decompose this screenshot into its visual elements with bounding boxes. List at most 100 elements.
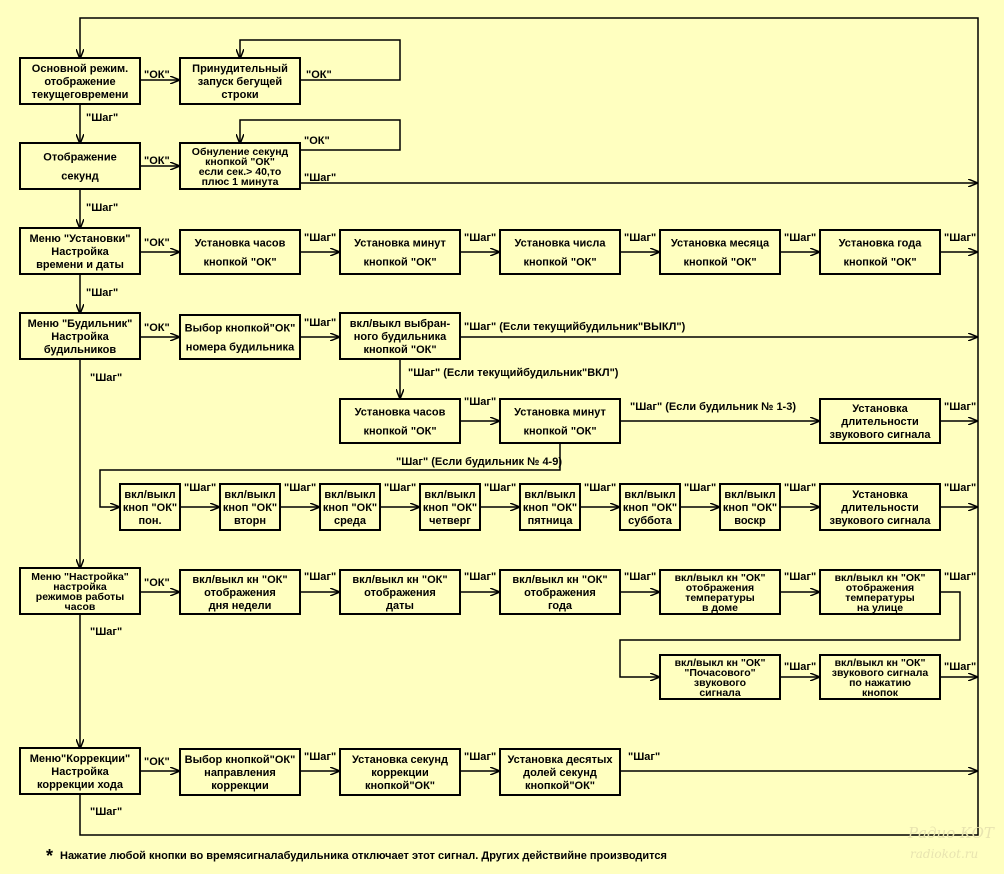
box-frame <box>19 567 141 615</box>
box-text-line: кнопкой"ОК" <box>365 780 435 792</box>
step-label: "Шаг" <box>464 232 496 244</box>
step-label: "Шаг" <box>784 661 816 673</box>
edge-labels: "ОК" "ОК" "ОК" "ОК" "ОК" "ОК" "ОК" "ОК" … <box>86 69 976 818</box>
step-label: "Шаг" <box>184 482 216 494</box>
box-text-line: направления <box>204 767 276 779</box>
box-text-line: звукового <box>694 677 746 689</box>
box-text-line: кнопкой "ОК" <box>363 344 436 356</box>
box-frame <box>339 569 461 615</box>
box-text-line: кнопкой "ОК" <box>203 257 276 269</box>
box-text-line: на улице <box>857 602 903 614</box>
step-label: "Шаг" <box>944 661 976 673</box>
step-label: "Шаг" <box>944 571 976 583</box>
box-frame <box>19 747 141 795</box>
box-frame <box>619 483 681 531</box>
box-text-line: Принудительный <box>192 63 288 75</box>
ok-label: "ОК" <box>306 69 332 81</box>
box-frame <box>179 569 301 615</box>
box-text-line: Отображение <box>43 152 116 164</box>
box-frame <box>219 483 281 531</box>
box-text-line: запуск бегущей <box>198 76 282 88</box>
box-text-line: дня недели <box>209 600 272 612</box>
box-text-line: вкл/выкл кн "ОК" <box>835 657 926 669</box>
box-frame <box>519 483 581 531</box>
box-text-line: Установка десятых <box>508 754 614 766</box>
box-frame <box>19 57 141 105</box>
box-text-line: длительности <box>841 502 918 514</box>
box-frame <box>179 142 301 190</box>
ok-label: "ОК" <box>144 577 170 589</box>
box-text-line: звукового сигнала <box>829 429 931 441</box>
step-label: "Шаг" <box>304 571 336 583</box>
box-frame <box>499 748 621 796</box>
box-alarm-select: Выбор кнопкой"ОК"номера будильника <box>179 314 301 360</box>
box-text-line: строки <box>221 89 258 101</box>
box-text-line: вкл/выкл кн "ОК" <box>675 572 766 584</box>
box-main-mode: Основной режим.отображениетекущеговремен… <box>19 57 141 105</box>
box-text-line: текущеговремени <box>32 89 129 101</box>
box-show-temp-in: вкл/выкл кн "ОК"отображениятемпературыв … <box>659 569 781 615</box>
box-text-line: звукового сигнала <box>832 667 929 679</box>
step-label: "Шаг" <box>86 202 118 214</box>
box-frame <box>319 483 381 531</box>
step-if-4-9-label: "Шаг" (Если будильник № 4-9) <box>396 456 562 468</box>
step-label: "Шаг" <box>944 232 976 244</box>
box-text-line: Установка часов <box>355 407 446 419</box>
box-text-line: "Почасового" <box>684 667 755 679</box>
box-text-line: вкл/выкл <box>624 489 675 501</box>
step-label: "Шаг" <box>284 482 316 494</box>
box-frame <box>819 229 941 275</box>
box-text-line: Меню "Установки" <box>30 233 131 245</box>
box-text-line: номера будильника <box>186 342 295 354</box>
step-if-1-3-label: "Шаг" (Если будильник № 1-3) <box>630 401 796 413</box>
box-text-line: Меню "Настройка" <box>31 571 129 583</box>
box-frame <box>499 398 621 444</box>
box-text-line: коррекции хода <box>37 779 124 791</box>
box-text-line: отображения <box>846 582 914 594</box>
box-text-line: кноп "ОК" <box>323 502 377 514</box>
box-text-line: Установка <box>852 403 908 415</box>
step-label: "Шаг" <box>464 751 496 763</box>
box-frame <box>19 227 141 275</box>
box-frame <box>819 569 941 615</box>
box-frame <box>819 654 941 700</box>
step-label: "Шаг" <box>484 482 516 494</box>
box-text-line: кноп "ОК" <box>623 502 677 514</box>
step-label: "Шаг" <box>304 172 336 184</box>
box-text-line: пон. <box>138 515 161 527</box>
box-frame <box>179 748 301 796</box>
box-text-line: среда <box>334 515 367 527</box>
step-label: "Шаг" <box>90 626 122 638</box>
box-text-line: Установка года <box>839 238 923 250</box>
box-text-line: коррекции <box>371 767 428 779</box>
box-text-line: Установка числа <box>515 238 607 250</box>
box-text-line: настройка <box>53 581 107 593</box>
box-frame <box>19 142 141 190</box>
box-text-line: кнопкой"ОК" <box>525 780 595 792</box>
step-label: "Шаг" <box>784 482 816 494</box>
ok-label: "ОК" <box>144 155 170 167</box>
box-text-line: отображение <box>44 76 115 88</box>
box-text-line: Меню"Коррекции" <box>30 753 131 765</box>
box-text-line: воскр <box>734 515 766 527</box>
box-text-line: вкл/выкл выбран- <box>350 318 451 330</box>
step-label: "Шаг" <box>624 571 656 583</box>
step-label: "Шаг" <box>384 482 416 494</box>
box-text-line: даты <box>386 600 414 612</box>
box-frame <box>419 483 481 531</box>
box-frame <box>179 314 301 360</box>
box-text-line: Установка <box>852 489 908 501</box>
step-if-off-label: "Шаг" (Если текущийбудильник"ВЫКЛ") <box>464 321 686 333</box>
